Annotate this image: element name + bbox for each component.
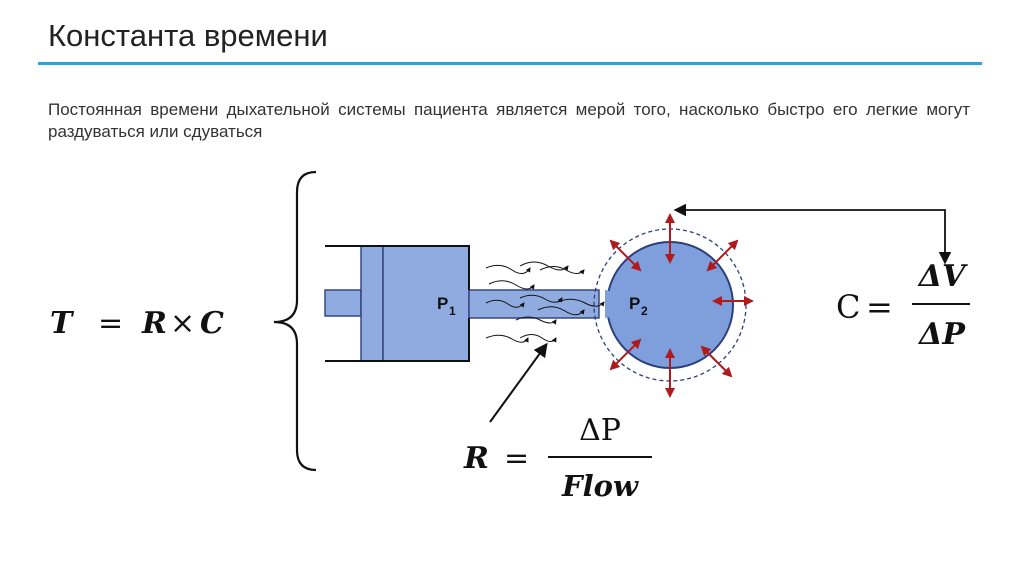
c-symbol: C: [836, 288, 860, 326]
expansion-arrow: [706, 239, 739, 272]
p1-subscript: 1: [449, 304, 456, 318]
p2-subscript: 2: [641, 304, 648, 318]
tau-c: C: [200, 306, 224, 341]
expansion-arrow: [700, 345, 733, 378]
resistance-pointer-arrow: [489, 342, 548, 423]
cylinder-walls: [325, 245, 470, 362]
c-denominator: ΔP: [917, 317, 966, 352]
compliance-formula: C = ΔV ΔP: [836, 259, 970, 352]
r-equals: =: [504, 441, 529, 476]
r-numerator: ΔP: [579, 413, 621, 448]
expansion-arrow: [609, 239, 642, 272]
c-numerator: ΔV: [917, 259, 968, 294]
compliance-pointer-arrow: [673, 203, 952, 265]
slide-title: Константа времени: [48, 18, 328, 53]
tau-times: ×: [170, 306, 195, 341]
tau-symbol: T: [50, 306, 75, 341]
time-constant-formula: T = R × C: [50, 306, 224, 341]
r-denominator: Flow: [561, 469, 639, 503]
cylinder-chamber: [382, 245, 470, 362]
resistance-formula: R = ΔP Flow: [463, 413, 652, 503]
expansion-arrow: [609, 338, 642, 371]
tau-equals: =: [98, 306, 123, 341]
title-divider: [38, 62, 982, 65]
airway-tube: [468, 289, 600, 319]
tau-r: R: [141, 306, 167, 341]
r-symbol: R: [463, 441, 489, 476]
piston-assembly: [324, 245, 600, 362]
piston-rod: [324, 289, 362, 317]
p1-label: P: [437, 294, 448, 313]
pressure-labels: P 1 P 2: [437, 294, 648, 318]
airflow-streaks: [485, 261, 605, 343]
c-equals: =: [866, 288, 893, 326]
tube-junction: [605, 290, 612, 318]
curly-brace: [273, 170, 317, 472]
piston-head: [360, 245, 384, 362]
slide-description: Постоянная времени дыхательной системы п…: [48, 100, 970, 141]
p2-label: P: [629, 294, 640, 313]
